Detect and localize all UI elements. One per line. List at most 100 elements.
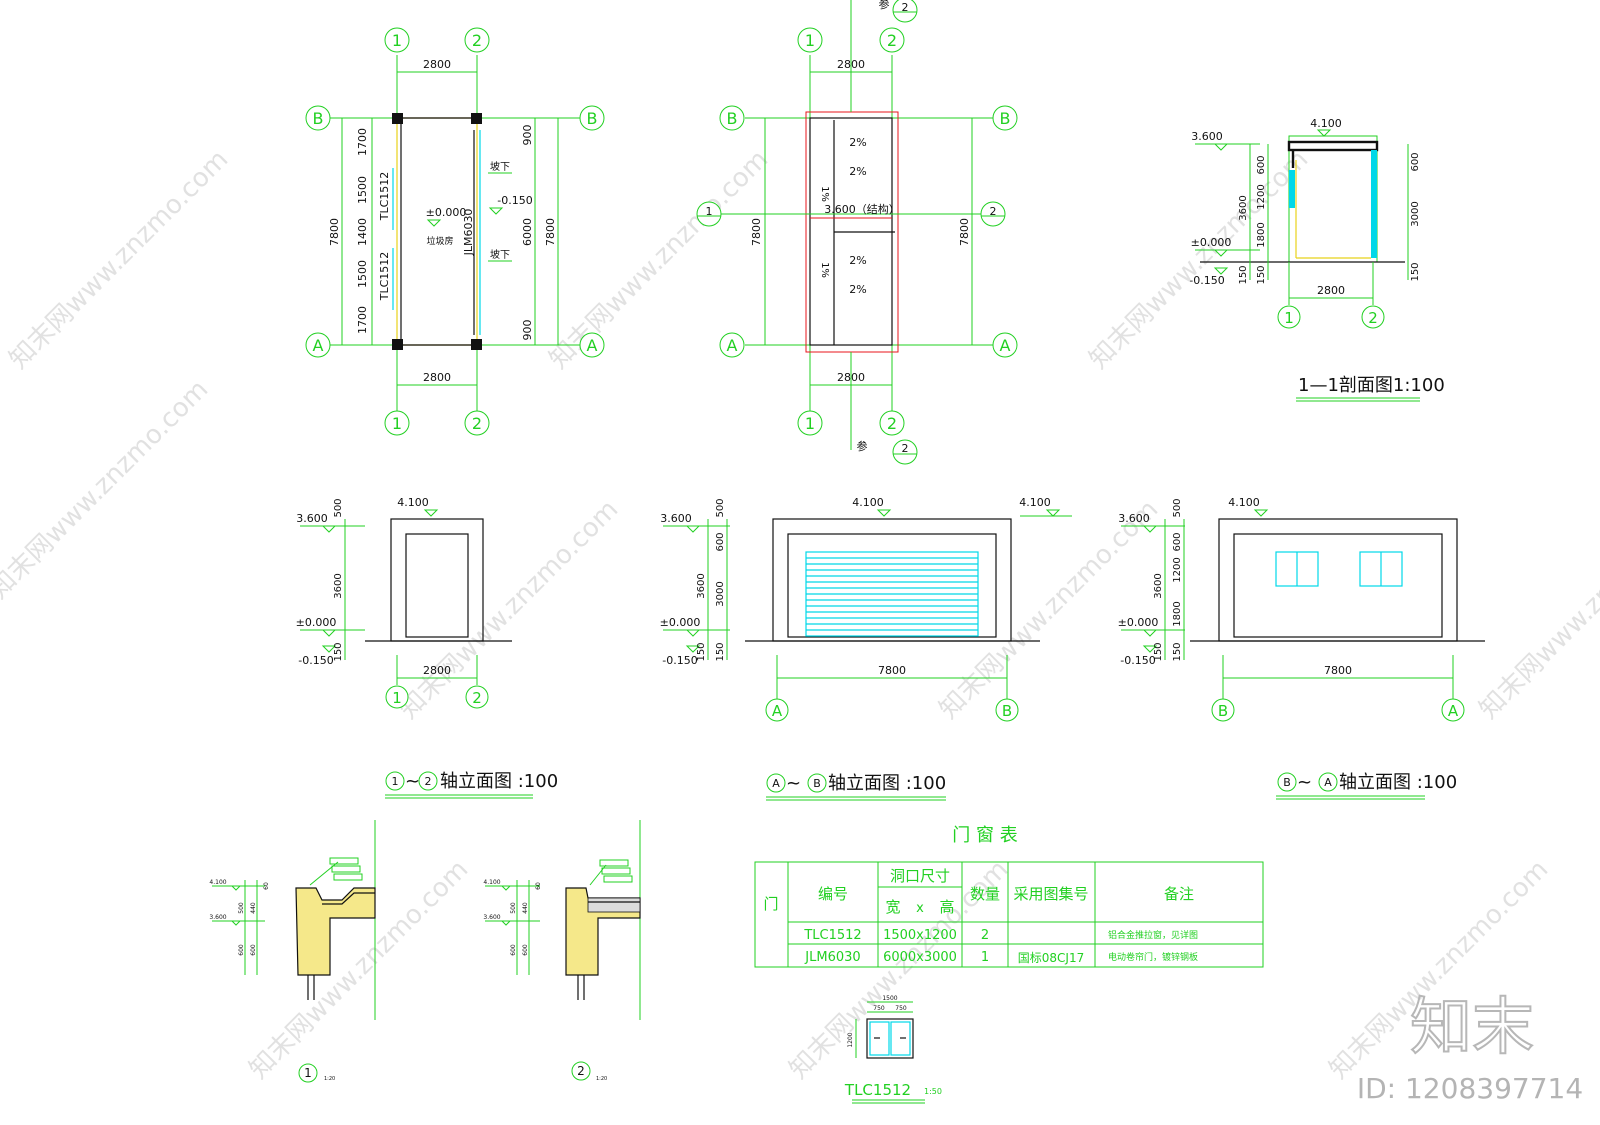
axis-label: 2: [1368, 309, 1378, 327]
plan-dim-left: 1700: [356, 306, 369, 334]
window-dim-b: 750: [895, 1005, 907, 1012]
elev2-level: 4.100: [852, 496, 884, 509]
roof-slope: 2%: [849, 254, 866, 267]
elev3-level: 4.100: [1228, 496, 1260, 509]
detail-dim: 440: [250, 902, 257, 914]
detail-dim: 600: [250, 944, 257, 956]
detail-dim: 600: [238, 944, 245, 956]
watermark: 知末网www.znzmo.com: [1474, 494, 1600, 725]
section-dim: 3000: [1410, 201, 1421, 226]
table-head-qty: 数量: [970, 885, 1000, 903]
roof-dim-right: 7800: [958, 218, 971, 246]
parapet-concrete: [295, 887, 376, 976]
section-dim: 600: [1410, 152, 1421, 171]
roof-dim-left: 7800: [750, 218, 763, 246]
plan-dim-right: 6000: [521, 218, 534, 246]
axis-label: B: [1002, 702, 1012, 720]
elev3-dim: 1200: [1172, 557, 1183, 582]
section-level: ±0.000: [1191, 236, 1232, 249]
table-cell-size: 6000x3000: [883, 950, 957, 965]
door-tag: JLM6030: [462, 209, 475, 257]
elev3-level: 3.600: [1118, 512, 1150, 525]
section-dim: 150: [1238, 265, 1249, 284]
window-detail-scale: 1:50: [924, 1087, 942, 1096]
table-cell-code: TLC1512: [803, 928, 861, 943]
axis-label: A: [772, 702, 783, 720]
window-tag: TLC1512: [378, 172, 391, 222]
section-dim: 600: [1256, 155, 1267, 174]
elev1-title: 轴立面图 :100: [440, 771, 558, 792]
elev2-dim: 3000: [715, 581, 726, 606]
axis-label: 1: [805, 31, 815, 50]
axis-label: A: [1448, 702, 1459, 720]
window-detail-label: TLC1512: [844, 1081, 911, 1099]
elev3-level: -0.150: [1120, 654, 1155, 667]
elev2-level: 3.600: [660, 512, 692, 525]
elev1-level: 4.100: [397, 496, 429, 509]
elev2-title-axis: B: [813, 777, 821, 790]
elevation-b-a: 3.600 4.100 ±0.000 -0.150 500 600 3600 1…: [1118, 496, 1485, 800]
plan-dim-left: 1500: [356, 260, 369, 288]
elev1-tilde: ~: [405, 771, 420, 792]
elev3-dim: 500: [1172, 498, 1183, 517]
window-tag: TLC1512: [378, 252, 391, 302]
brand: 知末 ID: 1208397714: [1357, 989, 1583, 1105]
axis-label: A: [587, 336, 598, 355]
elev2-title-axis: A: [772, 777, 780, 790]
detail-dim: 500: [238, 902, 245, 914]
elev2-dim: 150: [696, 642, 707, 661]
table-cell-note: 铝合金推拉窗，见详图: [1108, 929, 1198, 941]
elev3-dim: 600: [1172, 532, 1183, 551]
elevation-1-2: 3.600 4.100 ±0.000 -0.150 500 3600 150 2…: [296, 496, 558, 799]
detail-level: 4.100: [209, 879, 226, 886]
level-floor: ±0.000: [426, 206, 467, 219]
elev1-dim: 150: [333, 642, 344, 661]
section-title: 1—1剖面图1:100: [1298, 375, 1445, 396]
section-dim: 3600: [1238, 195, 1249, 220]
detail-2: 4.100 3.600 60 500 440 600 600 2 1:20: [483, 820, 641, 1082]
axis-label: 1: [392, 689, 402, 707]
detail-scale: 1:20: [596, 1076, 607, 1082]
table-cell-atlas: 国标08CJ17: [1018, 951, 1084, 965]
elev3-dim: 1800: [1172, 601, 1183, 626]
window-dim-total: 1500: [882, 995, 897, 1002]
roof-slope: 2%: [849, 136, 866, 149]
plan-dim-right: 900: [521, 125, 534, 146]
elev1-level: ±0.000: [296, 616, 337, 629]
elev1-dim: 500: [333, 498, 344, 517]
elev2-dim-bottom: 7800: [878, 664, 906, 677]
detail-dim: 60: [535, 882, 542, 890]
elev3-level: ±0.000: [1118, 616, 1159, 629]
plan-dim-left-total: 7800: [328, 218, 341, 246]
elev2-tilde: ~: [786, 773, 801, 794]
detail-dim: 60: [263, 882, 270, 890]
window-glass: [1289, 170, 1295, 208]
table-title: 门 窗 表: [952, 825, 1017, 846]
axis-label: B: [587, 109, 598, 128]
section-mark: 2: [990, 205, 997, 218]
elev1-dim: 3600: [333, 573, 344, 598]
table-cell-size: 1500x1200: [883, 928, 957, 943]
axis-label: 1: [805, 414, 815, 433]
axis-label: 2: [887, 414, 897, 433]
door-glass: [1371, 150, 1377, 258]
axis-label: A: [727, 336, 738, 355]
roof-slope: 2%: [849, 165, 866, 178]
roof-slope: 2%: [849, 283, 866, 296]
roller-shutter: [805, 551, 979, 637]
ref-num: 2: [902, 442, 909, 455]
detail-level: 3.600: [209, 914, 226, 921]
elev2-dim: 600: [715, 532, 726, 551]
floor-plan: 2800 2800 7800 1700 1500 1400 1500 1700 …: [305, 27, 605, 436]
table-cell-note: 电动卷帘门，镀锌钢板: [1108, 951, 1198, 963]
section-level: -0.150: [1189, 274, 1224, 287]
level-outside: -0.150: [497, 194, 532, 207]
roof-slope-side: 1%: [819, 262, 830, 278]
elev3-dim-bottom: 7800: [1324, 664, 1352, 677]
plan-dim-left: 1500: [356, 176, 369, 204]
table-cell-code: JLM6030: [804, 950, 860, 965]
roof-slope-side: 1%: [819, 186, 830, 202]
elev2-dim: 3600: [696, 573, 707, 598]
ref-text: 参: [879, 0, 890, 11]
